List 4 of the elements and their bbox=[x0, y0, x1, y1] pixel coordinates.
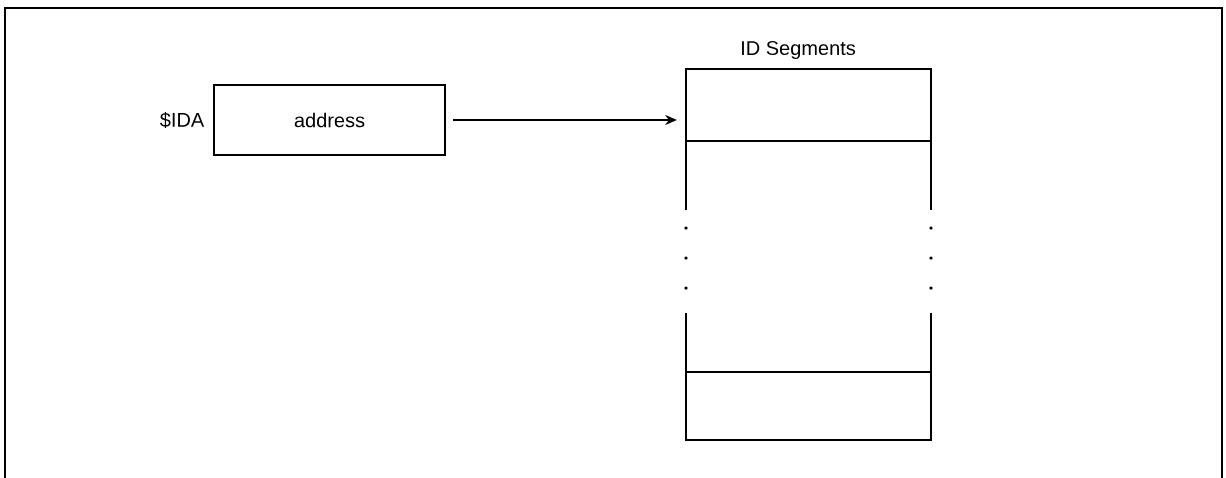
segment-cell bbox=[685, 371, 932, 441]
address-box: address bbox=[213, 84, 446, 156]
variable-label: $IDA bbox=[160, 111, 205, 129]
segment-cell bbox=[685, 68, 932, 142]
